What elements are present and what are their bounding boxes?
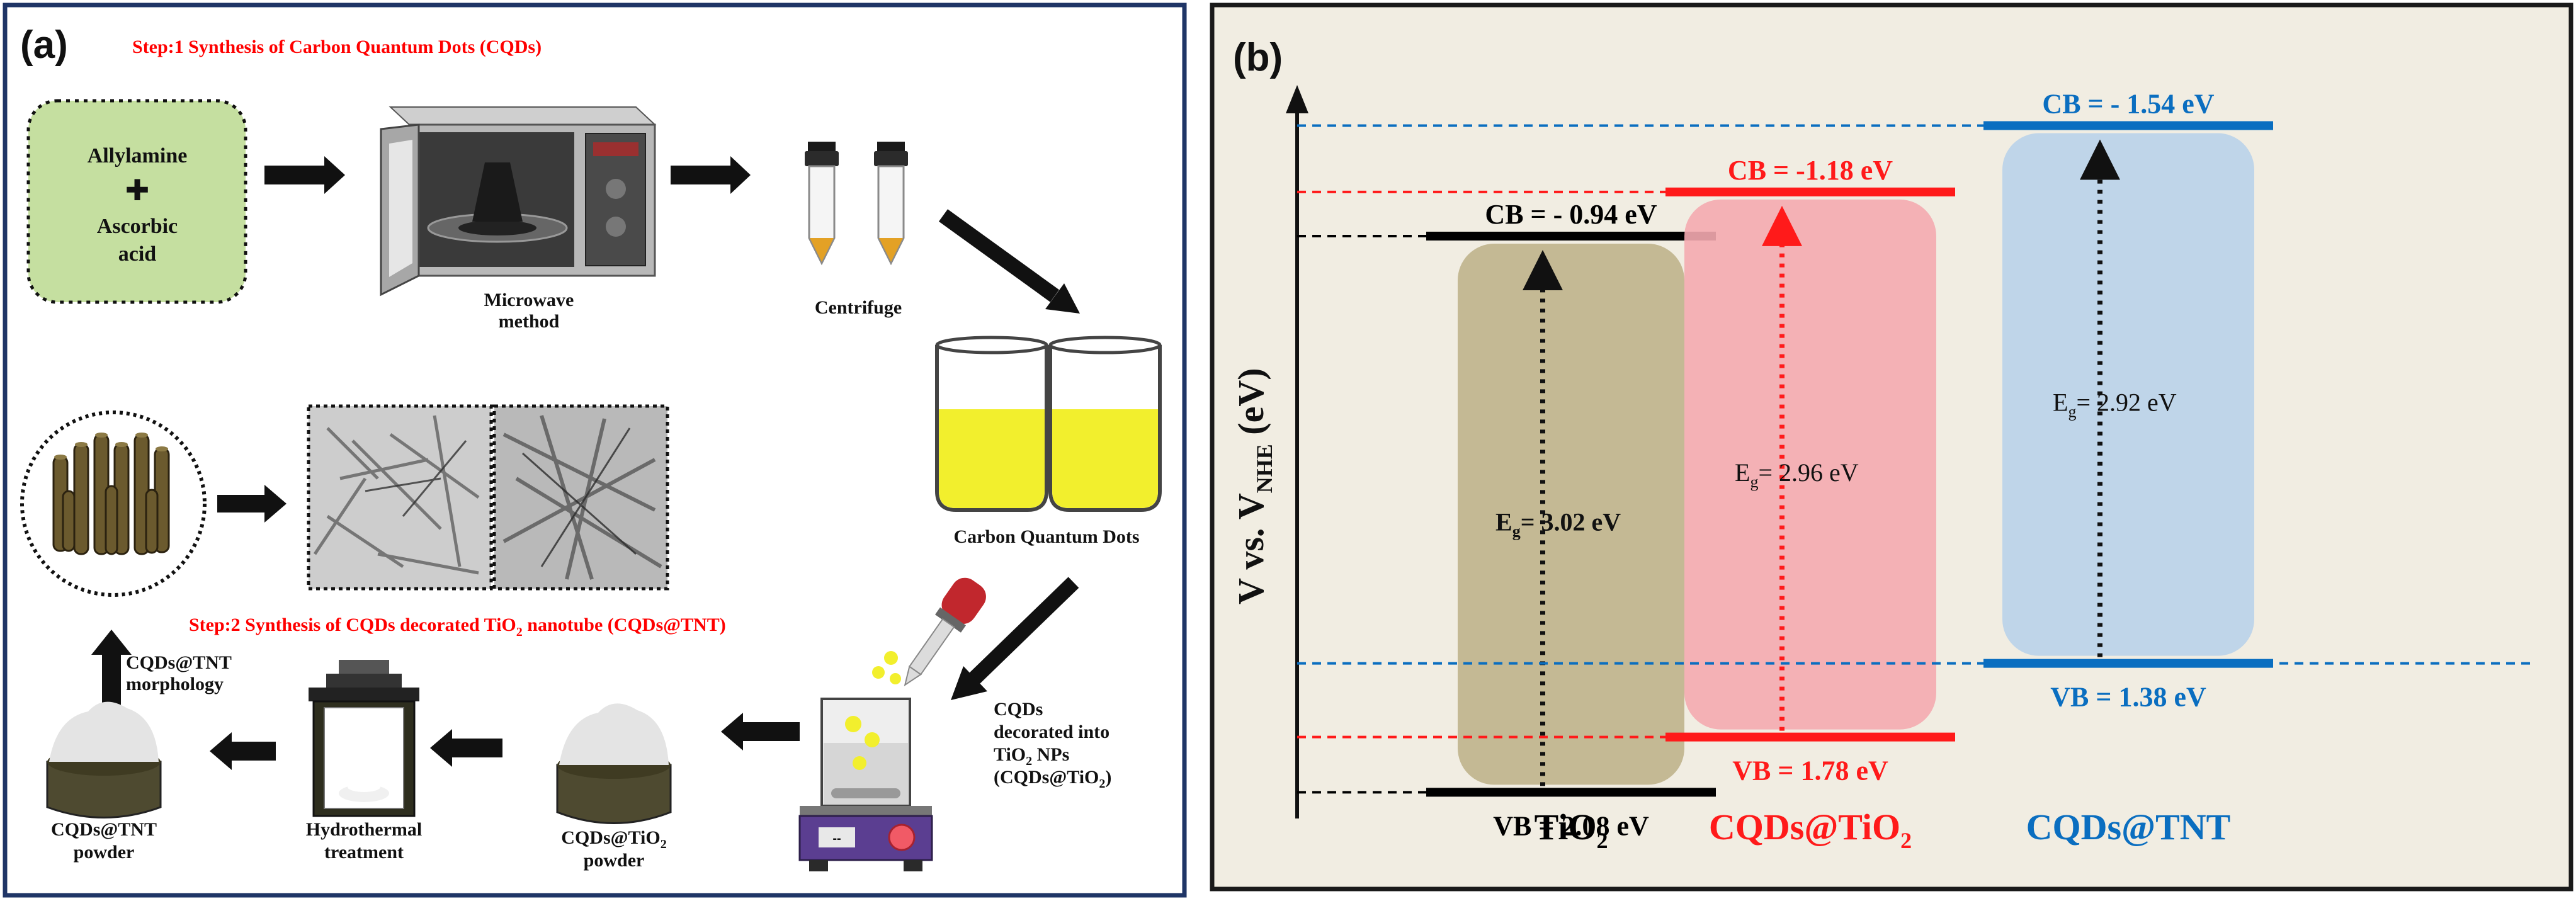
plus-icon: ✚ xyxy=(125,174,150,207)
tio2-powder-label-1: CQDs@TiO2 xyxy=(561,827,666,851)
reagent-ascorbic: Ascorbic xyxy=(97,215,178,238)
morphology-label-1: CQDs@TNT xyxy=(126,652,232,673)
panel-a-label: (a) xyxy=(20,23,68,67)
reagent-box: Allylamine ✚ Ascorbic acid xyxy=(26,99,247,304)
vb-label: VB = 1.78 eV xyxy=(1732,756,1888,786)
band-diagram: CB = - 0.94 eV VB = 2.08 eV Eg= 3.02 eV … xyxy=(1297,89,2531,853)
band-gap-box xyxy=(1458,244,1684,785)
morphology-label-2: morphology xyxy=(126,674,224,694)
microwave-label-2: method xyxy=(499,311,560,332)
y-axis-arrow-icon xyxy=(1286,85,1308,113)
y-axis-label: V vs. VNHE (eV) xyxy=(1230,368,1277,604)
eg-label: Eg= 2.96 eV xyxy=(1735,458,1859,491)
band-gap-box xyxy=(1684,199,1936,730)
band-tio2: CB = - 0.94 eV VB = 2.08 eV Eg= 3.02 eV … xyxy=(1297,199,1716,853)
microwave-label-1: Microwave xyxy=(484,290,574,310)
material-name: CQDs@TiO2 xyxy=(1709,807,1912,853)
hydrothermal-label-2: treatment xyxy=(324,842,404,863)
arrow-icon xyxy=(938,209,1080,314)
panel-a: (a) Step:1 Synthesis of Carbon Quantum D… xyxy=(3,3,1187,898)
tnt-powder-label-2: powder xyxy=(74,842,135,863)
decorated-label-1: CQDs xyxy=(994,699,1043,720)
arrow-icon xyxy=(91,630,132,708)
tio2-powder-icon xyxy=(556,703,672,824)
arrow-icon xyxy=(217,485,287,523)
band-cqds-tnt: CB = - 1.54 eV VB = 1.38 eV Eg= 2.92 eV … xyxy=(1297,89,2531,847)
step1-title: Step:1 Synthesis of Carbon Quantum Dots … xyxy=(132,37,542,57)
panel-b: (b) V vs. VNHE (eV) CB = - 0.94 eV VB = … xyxy=(1210,3,2573,892)
eg-label: Eg= 3.02 eV xyxy=(1495,508,1621,541)
material-name: TiO2 xyxy=(1535,807,1608,853)
centrifuge-tubes-icon xyxy=(805,142,908,266)
hotplate-icon: -- xyxy=(798,698,933,871)
beakers-icon xyxy=(935,336,1162,512)
decorated-label-4: (CQDs@TiO2) xyxy=(994,767,1111,791)
cqd-label: Carbon Quantum Dots xyxy=(953,526,1139,547)
panel-b-label: (b) xyxy=(1233,36,1283,79)
tem-image-2 xyxy=(492,404,669,591)
vb-label: VB = 2.08 eV xyxy=(1493,810,1649,841)
hotplate-display: -- xyxy=(832,832,841,846)
hydrothermal-label-1: Hydrothermal xyxy=(306,819,422,840)
centrifuge-label: Centrifuge xyxy=(815,297,902,318)
dropper-icon xyxy=(872,577,986,687)
arrow-icon xyxy=(210,732,276,770)
tnt-powder-label-1: CQDs@TNT xyxy=(51,819,157,840)
band-cqds-tio2: CB = -1.18 eV VB = 1.78 eV Eg= 2.96 eV C… xyxy=(1297,155,1955,853)
tem-image-1 xyxy=(307,404,493,591)
reagent-acid: acid xyxy=(118,242,157,266)
autoclave-icon xyxy=(309,660,419,817)
arrow-icon xyxy=(430,729,502,767)
cb-label: CB = -1.18 eV xyxy=(1728,155,1893,186)
reagent-allylamine: Allylamine xyxy=(88,144,188,167)
step2-title: Step:2 Synthesis of CQDs decorated TiO2 … xyxy=(189,614,726,639)
decorated-label-2: decorated into xyxy=(994,722,1109,742)
nanotube-morphology-icon xyxy=(20,411,207,597)
tnt-powder-icon xyxy=(46,701,162,818)
arrow-icon xyxy=(951,577,1079,700)
arrow-icon xyxy=(721,713,800,750)
cb-label: CB = - 1.54 eV xyxy=(2042,89,2214,120)
decorated-label-3: TiO2 NPs xyxy=(994,744,1069,768)
band-gap-box xyxy=(2002,133,2254,656)
arrow-icon xyxy=(671,156,751,194)
vb-label: VB = 1.38 eV xyxy=(2050,682,2206,713)
material-name: CQDs@TNT xyxy=(2026,807,2231,847)
cb-label: CB = - 0.94 eV xyxy=(1485,199,1657,230)
arrow-icon xyxy=(264,156,345,194)
eg-label: Eg= 2.92 eV xyxy=(2053,388,2177,421)
tio2-powder-label-2: powder xyxy=(584,850,645,871)
microwave-icon xyxy=(380,106,657,297)
